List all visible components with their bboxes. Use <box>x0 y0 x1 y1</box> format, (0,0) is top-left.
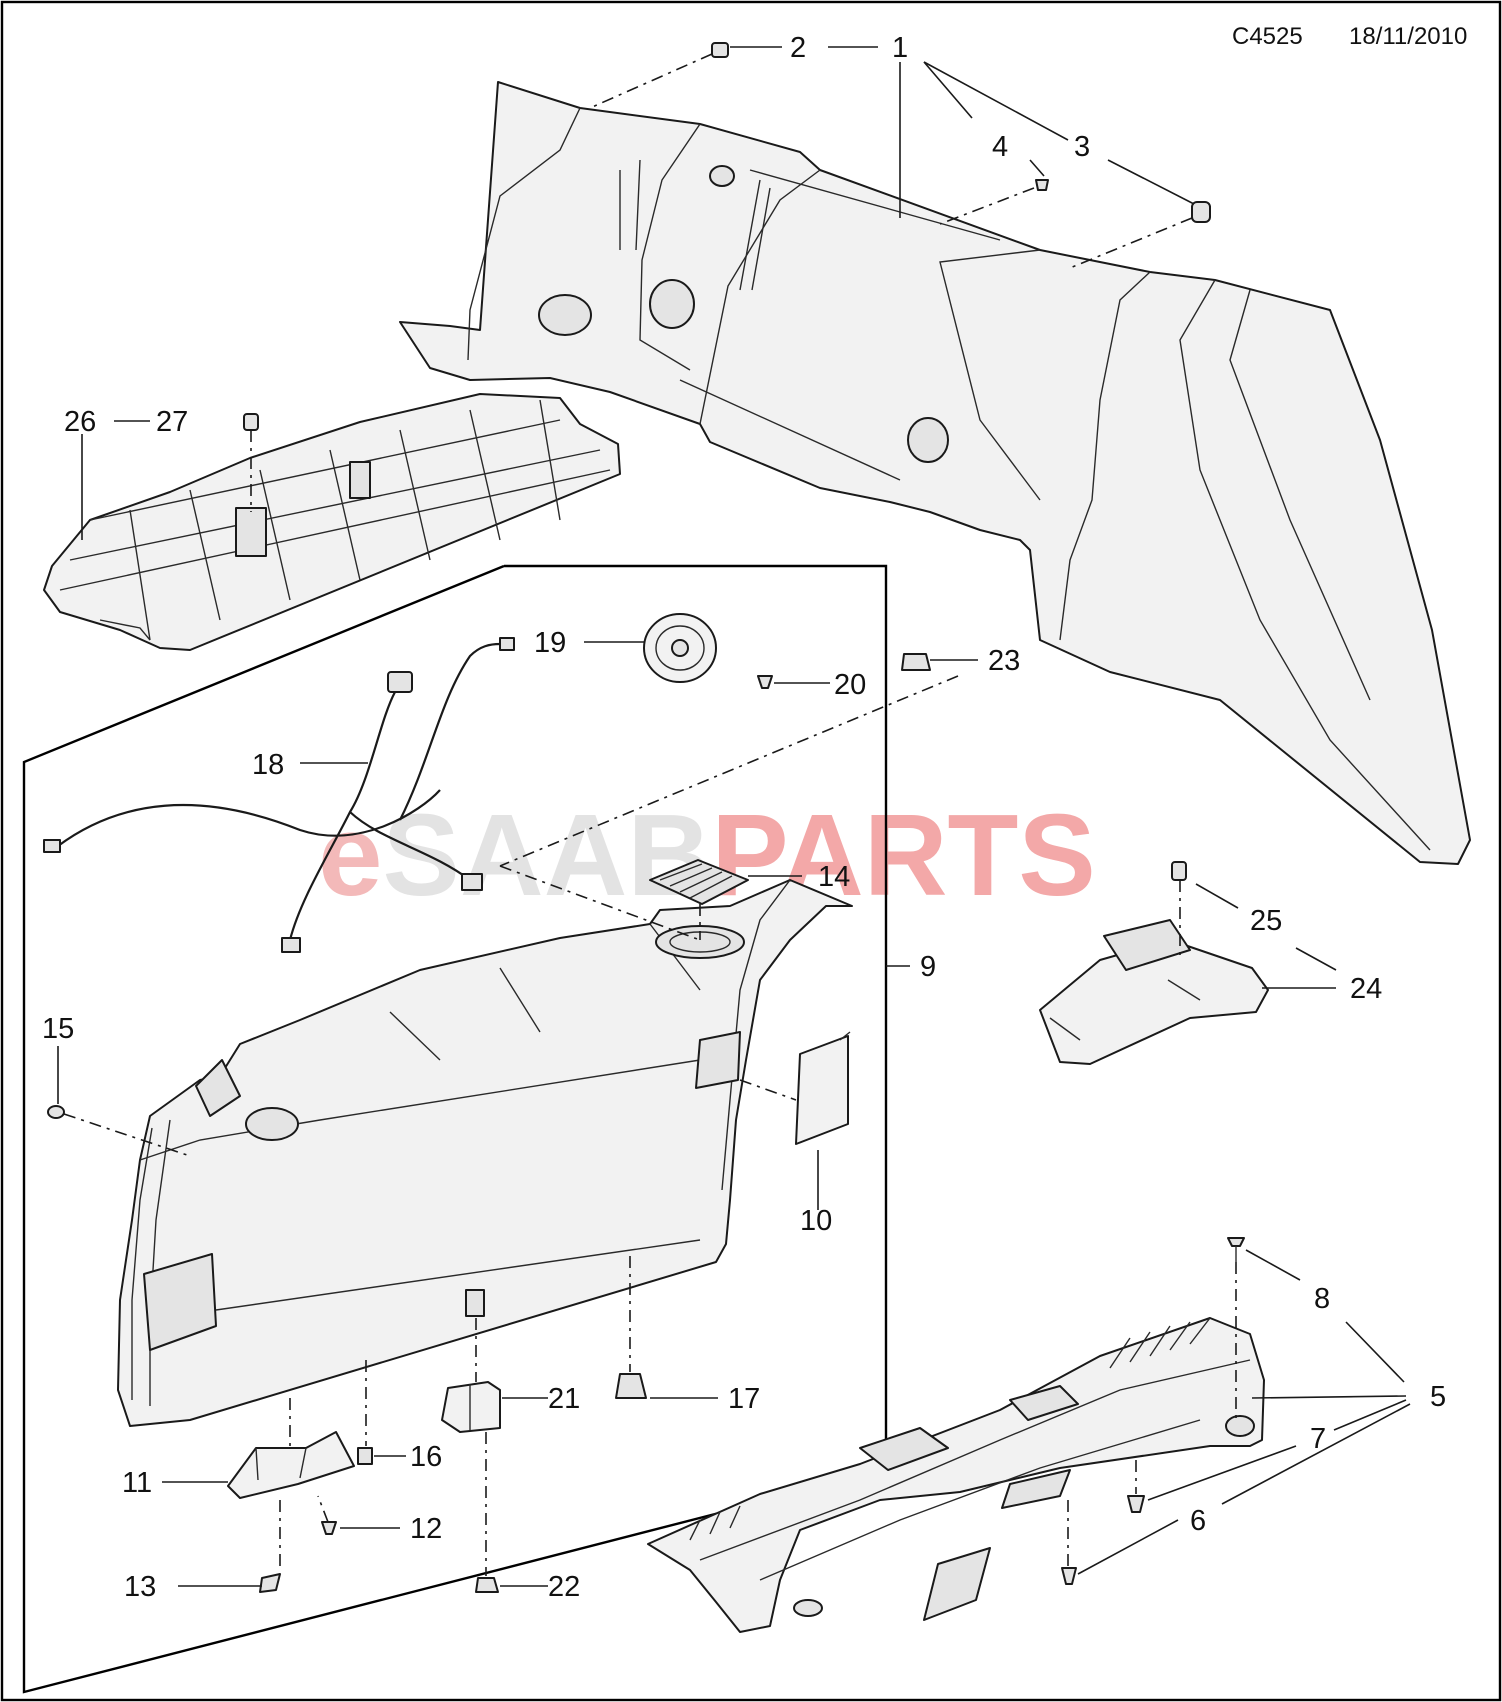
callout-3: 3 <box>1074 131 1090 163</box>
clip-17 <box>615 1373 647 1399</box>
clip-23 <box>901 653 931 671</box>
drawing-code: C4525 <box>1232 23 1303 50</box>
callout-11: 11 <box>122 1467 152 1499</box>
leader-5-7 <box>1333 1399 1407 1431</box>
fastener-path-2 <box>589 53 713 109</box>
leader-3-clip <box>1107 159 1195 205</box>
callout-14: 14 <box>818 861 850 893</box>
callout-21: 21 <box>548 1383 580 1415</box>
fastener-path-15 <box>63 1113 191 1157</box>
callout-24: 24 <box>1350 973 1382 1005</box>
leader-8 <box>1245 1249 1301 1281</box>
leader-6 <box>1077 1519 1179 1575</box>
callout-5: 5 <box>1430 1381 1446 1413</box>
shelf-support-26 <box>43 393 621 651</box>
callout-20: 20 <box>834 669 866 701</box>
callout-26: 26 <box>64 406 96 438</box>
leader-8-5 <box>1345 1321 1405 1383</box>
callout-4: 4 <box>992 131 1008 163</box>
drawing-date: 18/11/2010 <box>1349 23 1467 50</box>
screw-20 <box>757 675 773 689</box>
callout-12: 12 <box>410 1513 442 1545</box>
clip-3 <box>1191 201 1211 223</box>
leader-7 <box>1147 1445 1297 1501</box>
grille-14 <box>649 859 749 905</box>
fastener-path-10 <box>739 1079 797 1101</box>
callout-25: 25 <box>1250 905 1282 937</box>
clip-6 <box>1061 1567 1077 1585</box>
callout-8: 8 <box>1314 1283 1330 1315</box>
nut-22 <box>475 1577 499 1593</box>
callout-6: 6 <box>1190 1505 1206 1537</box>
clip-27 <box>243 413 259 431</box>
cover-10 <box>795 1031 851 1145</box>
leader-1-3 <box>923 61 1069 141</box>
callout-23: 23 <box>988 645 1020 677</box>
callout-labels: 1 2 3 4 5 6 7 8 9 10 11 12 13 14 15 16 1… <box>42 32 1446 1603</box>
fastener-path-4 <box>939 187 1035 225</box>
wiring-harness-18 <box>43 637 515 953</box>
leader-5-6 <box>1221 1403 1411 1505</box>
screw-12 <box>321 1521 337 1535</box>
leader-1-4 <box>923 61 973 119</box>
fastener-path-3 <box>1069 217 1193 269</box>
callout-2: 2 <box>790 32 806 64</box>
screw-8 <box>1227 1237 1245 1262</box>
callout-16: 16 <box>410 1441 442 1473</box>
callout-13: 13 <box>124 1571 156 1603</box>
leader-25-24 <box>1295 947 1337 971</box>
callout-9: 9 <box>920 951 936 983</box>
fastener-path-12 <box>317 1495 329 1523</box>
speaker-19 <box>643 613 717 683</box>
callout-1: 1 <box>892 32 908 64</box>
callout-17: 17 <box>728 1383 760 1415</box>
callout-27: 27 <box>156 406 188 438</box>
leader-25 <box>1195 883 1239 909</box>
clip-16 <box>357 1447 373 1465</box>
callout-7: 7 <box>1310 1423 1326 1455</box>
clip-4 <box>1035 179 1049 191</box>
main-trim-panel <box>117 879 853 1427</box>
callout-15: 15 <box>42 1013 74 1045</box>
sill-plate-5 <box>647 1317 1265 1633</box>
handle-11 <box>227 1431 355 1499</box>
clip-15 <box>47 1105 65 1119</box>
clip-2 <box>711 42 729 58</box>
bracket-24 <box>1039 919 1269 1065</box>
watermark: eSAABPARTS <box>318 790 1096 920</box>
side-trim-panel <box>399 81 1471 865</box>
callout-10: 10 <box>800 1205 832 1237</box>
clip-25 <box>1171 861 1187 881</box>
clip-7 <box>1127 1495 1145 1513</box>
leader-5-panel <box>1251 1395 1407 1399</box>
group-9-frame <box>22 564 888 1694</box>
clip-21 <box>441 1381 501 1433</box>
fastener-path-23 <box>499 675 959 941</box>
callout-18: 18 <box>252 749 284 781</box>
callout-19: 19 <box>534 627 566 659</box>
watermark-brand: SAAB <box>383 790 712 920</box>
clip-13 <box>259 1573 281 1593</box>
leader-4-clip <box>1029 159 1045 177</box>
callout-22: 22 <box>548 1571 580 1603</box>
